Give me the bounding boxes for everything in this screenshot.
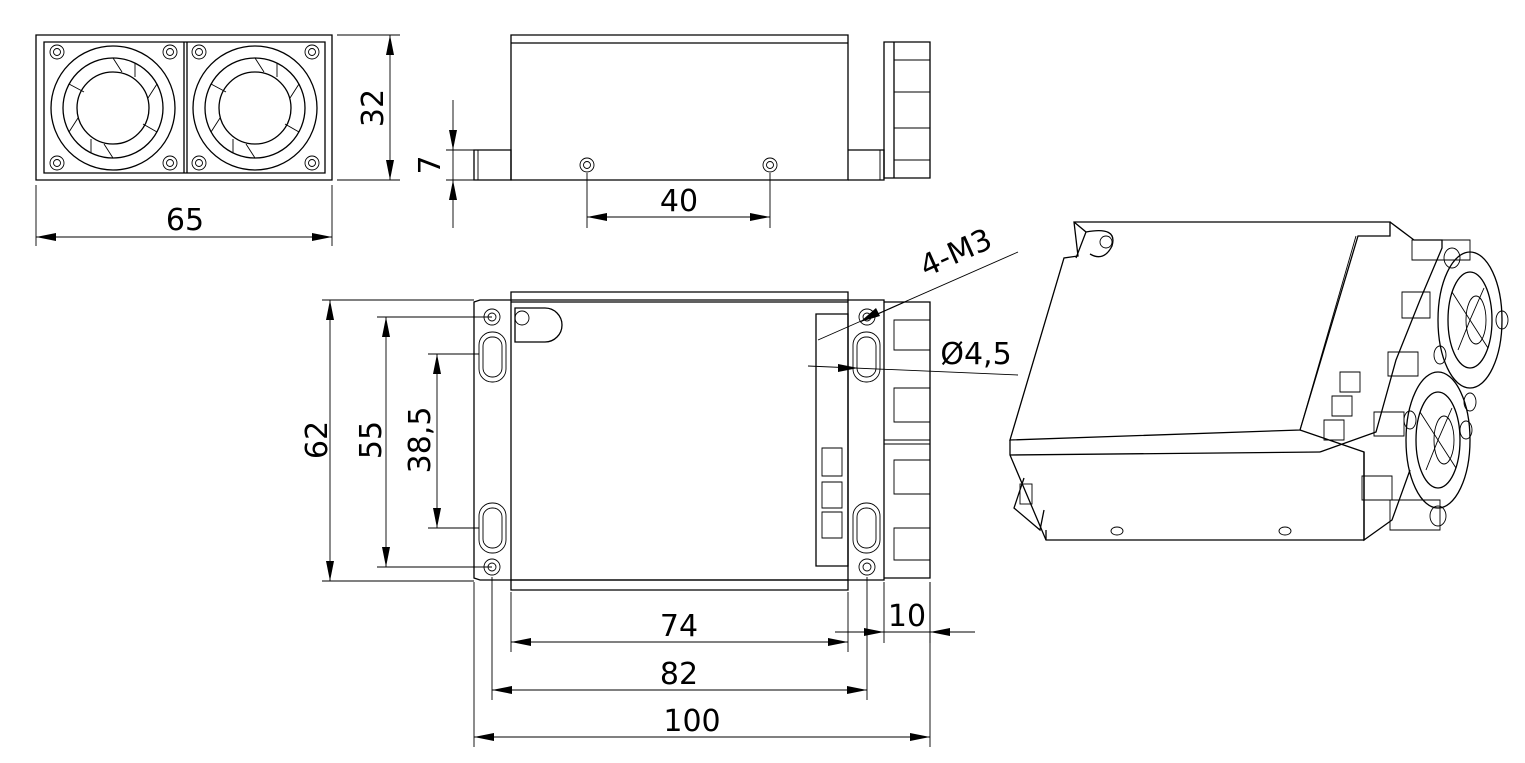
- label-side-hole-spacing: 40: [660, 184, 698, 219]
- label-top-hole-spacing-horizontal: 82: [660, 657, 698, 692]
- label-hole-callout: 4-M3: [915, 222, 998, 284]
- label-top-body-length: 74: [660, 609, 698, 644]
- front-view: 65 32: [35, 34, 400, 246]
- isometric-view: [1009, 221, 1509, 542]
- label-hole-diameter: Ø4,5: [940, 337, 1011, 372]
- dim-front-width: 65: [35, 185, 333, 246]
- dim-top-hole-spacing-vertical: 55: [354, 316, 492, 568]
- dim-side-tab-height: 7: [413, 100, 474, 228]
- dim-top-overall-length: 100: [473, 582, 931, 747]
- top-view: 62 55 38,5 74: [300, 222, 1019, 747]
- dim-front-height: 32: [337, 34, 400, 181]
- label-top-hole-spacing-vertical: 55: [354, 421, 389, 459]
- dim-top-fan-depth: 10: [835, 582, 975, 643]
- fan-left: [49, 44, 178, 171]
- dim-top-body-length: 74: [510, 592, 849, 652]
- dim-side-hole-spacing: 40: [586, 173, 771, 228]
- label-side-tab-height: 7: [413, 155, 448, 174]
- fan-right: [191, 44, 320, 171]
- label-front-width: 65: [166, 203, 204, 238]
- label-top-slot-spacing: 38,5: [403, 407, 438, 474]
- side-view: 40 7: [413, 34, 931, 228]
- callout-hole-diameter: Ø4,5: [807, 337, 1019, 376]
- dim-top-slot-spacing: 38,5: [403, 353, 479, 529]
- dim-top-overall-height: 62: [300, 299, 474, 582]
- label-top-overall-height: 62: [300, 421, 335, 459]
- dim-top-hole-spacing-horizontal: 82: [491, 577, 868, 700]
- label-top-fan-depth: 10: [888, 599, 926, 634]
- label-front-height: 32: [356, 89, 391, 127]
- label-top-overall-length: 100: [663, 704, 720, 739]
